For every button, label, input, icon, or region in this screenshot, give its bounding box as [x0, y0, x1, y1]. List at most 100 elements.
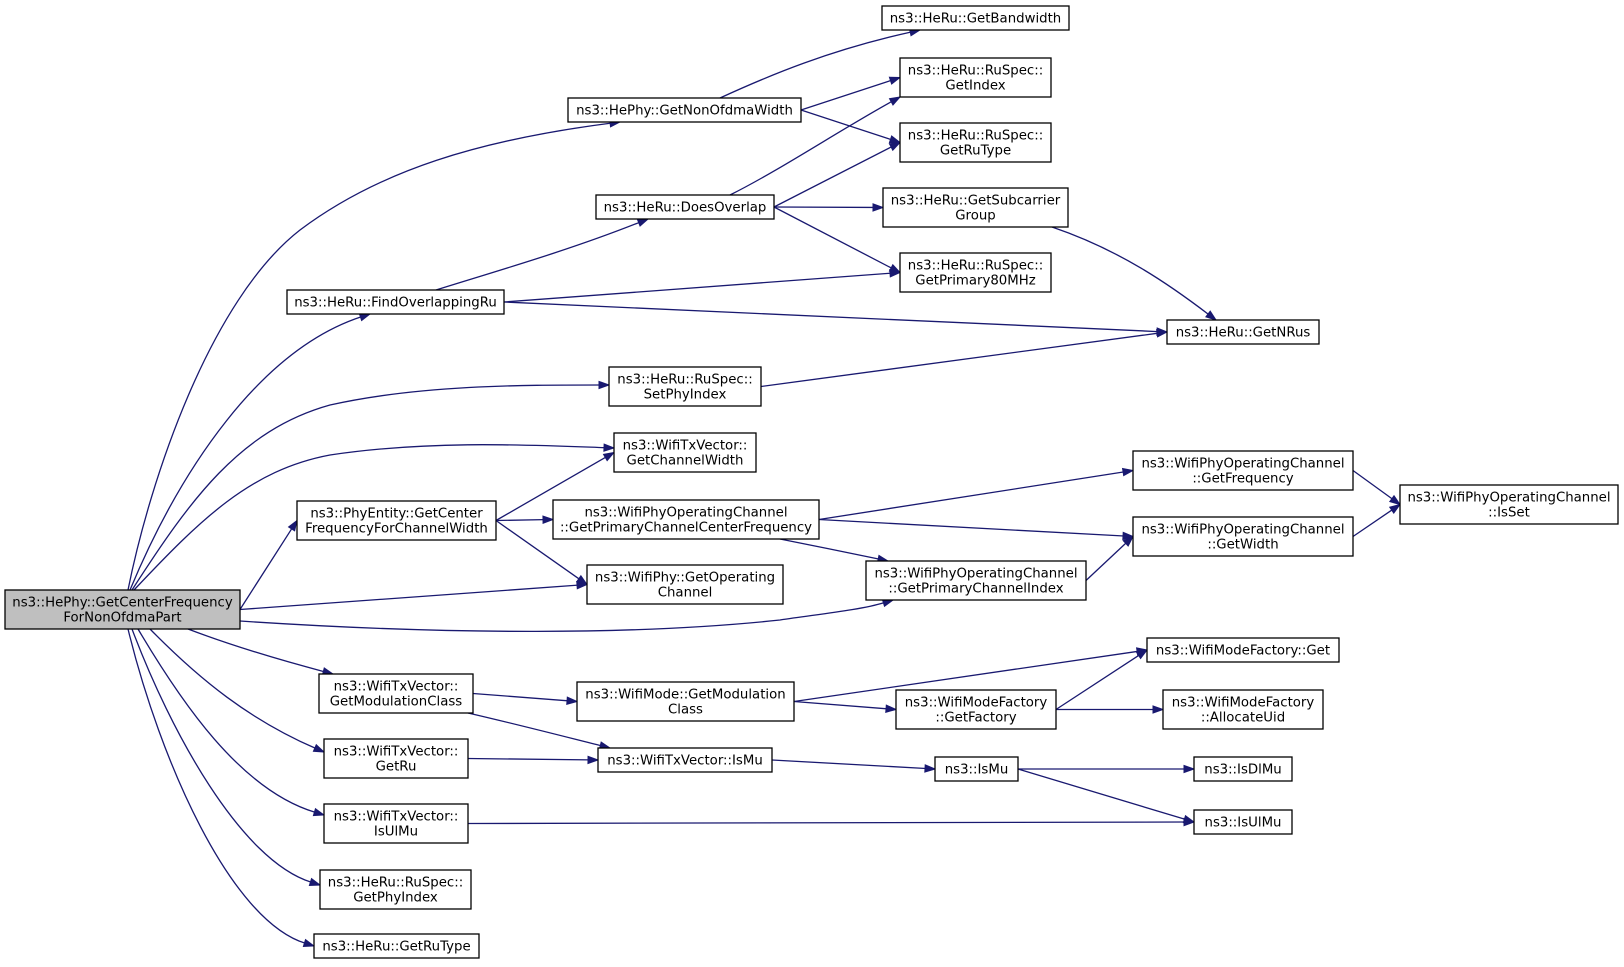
edge-arrowhead — [636, 218, 650, 227]
edge-phyEntityGetCenter-to-phyGetOperatingChannel — [495, 519, 589, 586]
node-label: GetPrimary80MHz — [915, 274, 1035, 289]
node-label: ns3::WifiPhyOperatingChannel — [1141, 457, 1344, 472]
edge-line — [1085, 542, 1127, 581]
edge-line — [467, 712, 602, 747]
node-isDlMu[interactable]: ns3::IsDlMu — [1193, 756, 1293, 782]
node-label: ns3::HePhy::GetCenterFrequency — [12, 596, 233, 611]
edge-line — [503, 301, 1159, 333]
edge-line — [435, 221, 640, 291]
node-opIsSet[interactable]: ns3::WifiPhyOperatingChannel::IsSet — [1399, 484, 1619, 525]
node-label: ns3::WifiPhyOperatingChannel — [1141, 523, 1344, 538]
node-label: ns3::WifiPhyOperatingChannel — [584, 506, 787, 521]
edge-arrowhead — [1183, 764, 1196, 774]
edge-opGetPrimaryIndex-to-opGetWidth — [1085, 535, 1135, 581]
edge-arrowhead — [888, 141, 902, 152]
edge-root-to-txGetChannelWidth — [133, 443, 616, 591]
edge-root-to-opGetPrimaryIndex — [239, 598, 895, 633]
node-label: ::GetFrequency — [1192, 472, 1293, 487]
node-box — [899, 252, 1052, 293]
node-opGetPrimaryIndex[interactable]: ns3::WifiPhyOperatingChannel::GetPrimary… — [865, 560, 1087, 601]
node-factoryGet[interactable]: ns3::WifiModeFactory::Get — [1146, 637, 1340, 663]
edge-arrowhead — [889, 268, 902, 278]
edge-root-to-txGetModulationClass — [187, 628, 335, 676]
node-box — [595, 194, 775, 220]
edge-line — [131, 384, 601, 591]
edge-line — [495, 456, 607, 522]
edge-root-to-heRuGetRuType — [127, 628, 316, 948]
node-label: ns3::HeRu::GetBandwidth — [890, 12, 1061, 27]
node-doesOverlap[interactable]: ns3::HeRu::DoesOverlap — [595, 194, 775, 220]
node-opGetWidth[interactable]: ns3::WifiPhyOperatingChannel::GetWidth — [1132, 516, 1354, 557]
node-box — [1193, 809, 1293, 835]
edge-line — [1352, 469, 1394, 500]
node-box — [934, 756, 1019, 782]
node-label: ns3::IsUlMu — [1205, 816, 1282, 831]
node-box — [1193, 756, 1293, 782]
node-label: ns3::HeRu::RuSpec:: — [908, 64, 1043, 79]
edge-root-to-phyGetOperatingChannel — [239, 580, 589, 611]
edge-arrowhead — [1205, 310, 1218, 321]
node-factoryAllocateUid[interactable]: ns3::WifiModeFactory::AllocateUid — [1162, 689, 1324, 730]
edge-line — [729, 100, 893, 196]
node-isMu[interactable]: ns3::IsMu — [934, 756, 1019, 782]
node-label: ns3::IsMu — [945, 763, 1009, 778]
node-box — [323, 803, 469, 844]
node-txGetChannelWidth[interactable]: ns3::WifiTxVector::GetChannelWidth — [613, 432, 757, 473]
node-label: ns3::WifiTxVector:: — [334, 680, 459, 695]
node-txIsUlMu[interactable]: ns3::WifiTxVector::IsUlMu — [323, 803, 469, 844]
node-getNRus[interactable]: ns3::HeRu::GetNRus — [1166, 319, 1320, 345]
edge-root-to-txGetRu — [149, 628, 326, 753]
node-ruSpecGetPrimary80[interactable]: ns3::HeRu::RuSpec::GetPrimary80MHz — [899, 252, 1052, 293]
node-getNonOfdmaWidth[interactable]: ns3::HePhy::GetNonOfdmaWidth — [567, 97, 802, 123]
node-label: ns3::WifiTxVector:: — [334, 810, 459, 825]
node-heRuGetRuType[interactable]: ns3::HeRu::GetRuType — [313, 933, 480, 959]
edge-arrowhead — [872, 203, 885, 212]
node-label: ns3::HePhy::GetNonOfdmaWidth — [576, 104, 793, 119]
node-opGetPrimaryCenterFreq[interactable]: ns3::WifiPhyOperatingChannel::GetPrimary… — [552, 499, 820, 540]
edge-isMu-to-isUlMu — [1017, 768, 1196, 824]
edge-line — [131, 628, 312, 883]
edge-doesOverlap-to-getSubcarrierGroup — [773, 203, 885, 212]
edge-line — [127, 122, 612, 591]
edge-arrowhead — [885, 704, 898, 713]
node-label: ns3::HeRu::RuSpec:: — [908, 259, 1043, 274]
edge-getSubcarrierGroup-to-getNRus — [1051, 226, 1218, 321]
node-ruSpecGetIndex[interactable]: ns3::HeRu::RuSpec::GetIndex — [899, 57, 1052, 98]
node-getBandwidth[interactable]: ns3::HeRu::GetBandwidth — [881, 5, 1070, 31]
node-label: Group — [955, 209, 995, 224]
node-label: ns3::WifiPhyOperatingChannel — [874, 567, 1077, 582]
edge-line — [1051, 226, 1210, 316]
node-box — [882, 187, 1069, 228]
node-root[interactable]: ns3::HePhy::GetCenterFrequencyForNonOfdm… — [4, 589, 241, 630]
node-label: ns3::WifiMode::GetModulation — [585, 688, 785, 703]
node-phyEntityGetCenter[interactable]: ns3::PhyEntity::GetCenterFrequencyForCha… — [296, 500, 497, 541]
edge-line — [793, 700, 888, 710]
edge-findOverlappingRu-to-ruSpecGetPrimary80 — [503, 268, 902, 303]
node-ruSpecGetPhyIndex[interactable]: ns3::HeRu::RuSpec::GetPhyIndex — [319, 869, 472, 910]
node-factoryGetFactory[interactable]: ns3::WifiModeFactory::GetFactory — [895, 689, 1057, 730]
node-isUlMu[interactable]: ns3::IsUlMu — [1193, 809, 1293, 835]
node-opGetFrequency[interactable]: ns3::WifiPhyOperatingChannel::GetFrequen… — [1132, 450, 1354, 491]
node-ruSpecSetPhyIndex[interactable]: ns3::HeRu::RuSpec::SetPhyIndex — [608, 366, 762, 407]
edge-root-to-ruSpecGetPhyIndex — [131, 628, 322, 886]
node-label: ::AllocateUid — [1201, 711, 1285, 726]
node-ruSpecGetRuType[interactable]: ns3::HeRu::RuSpec::GetRuType — [899, 122, 1052, 163]
node-box — [1162, 689, 1324, 730]
node-label: ns3::PhyEntity::GetCenter — [310, 507, 483, 522]
edge-line — [1055, 654, 1140, 711]
node-txIsMu[interactable]: ns3::WifiTxVector::IsMu — [597, 747, 773, 773]
node-txGetModulationClass[interactable]: ns3::WifiTxVector::GetModulationClass — [318, 673, 474, 714]
node-label: ns3::HeRu::GetNRus — [1176, 326, 1311, 341]
node-label: ns3::WifiModeFactory — [905, 696, 1048, 711]
node-label: ::GetFactory — [935, 711, 1016, 726]
edge-modeGetModulationClass-to-factoryGetFactory — [793, 700, 898, 713]
edge-arrowhead — [542, 515, 555, 524]
node-txGetRu[interactable]: ns3::WifiTxVector::GetRu — [323, 738, 469, 779]
node-findOverlappingRu[interactable]: ns3::HeRu::FindOverlappingRu — [286, 289, 505, 315]
edge-line — [793, 650, 1139, 703]
edge-opGetWidth-to-opIsSet — [1352, 503, 1402, 538]
edge-opGetPrimaryCenterFreq-to-opGetWidth — [818, 518, 1135, 541]
node-modeGetModulationClass[interactable]: ns3::WifiMode::GetModulationClass — [576, 681, 795, 722]
